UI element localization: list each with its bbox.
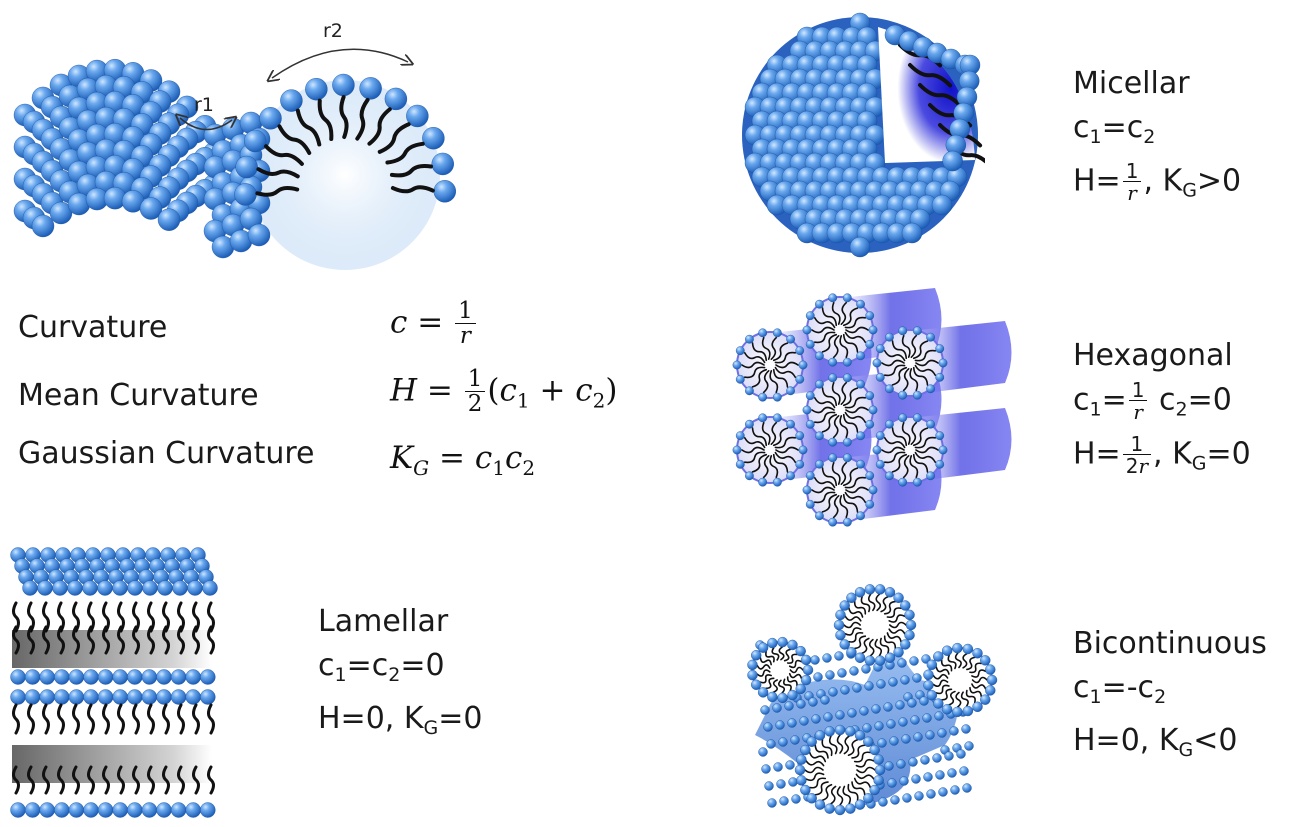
- lamellar-title: Lamellar: [318, 604, 449, 639]
- hexagonal-title: Hexagonal: [1073, 338, 1233, 373]
- gaussian-curvature-formula: KG = c1c2: [390, 440, 536, 480]
- hexagonal-diagram: [732, 288, 1012, 527]
- bicontinuous-line2: H=0, KG<0: [1073, 723, 1238, 761]
- membrane-lipid-beads: [13, 58, 457, 270]
- lamellar-label-block: Lamellar c1=c2=0 H=0, KG=0: [318, 604, 483, 746]
- definition-gaussian-curvature-name: Gaussian Curvature: [18, 436, 315, 471]
- bicontinuous-diagram: [747, 584, 998, 816]
- micellar-diagram: [742, 12, 985, 258]
- lamellar-diagram: [10, 547, 218, 818]
- r1-label: r1: [194, 94, 214, 116]
- micellar-line1: c1=c2: [1073, 110, 1156, 148]
- lamellar-line1: c1=c2=0: [318, 648, 445, 686]
- r2-label: r2: [323, 20, 343, 42]
- bicontinuous-line1: c1=-c2: [1073, 670, 1167, 708]
- bicontinuous-title: Bicontinuous: [1073, 626, 1267, 661]
- bicontinuous-label-block: Bicontinuous c1=-c2 H=0, KG<0: [1073, 626, 1267, 768]
- r2-arrow: [272, 48, 408, 78]
- curved-membrane-diagram: r1 r2: [13, 20, 457, 270]
- membrane-lipid-tails: [255, 95, 435, 197]
- lamellar-line2: H=0, KG=0: [318, 701, 483, 739]
- definition-curvature-name: Curvature: [18, 310, 168, 345]
- r1-arrow: [180, 118, 232, 131]
- micellar-title: Micellar: [1073, 66, 1190, 101]
- definition-mean-curvature-name: Mean Curvature: [18, 378, 259, 413]
